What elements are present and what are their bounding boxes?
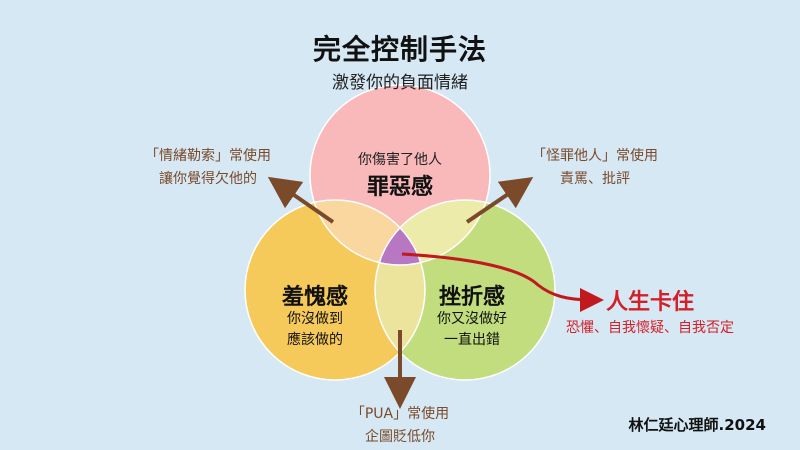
arrow-result <box>401 252 604 312</box>
annotation-bottom-sub: 企圖貶低你 <box>365 429 435 445</box>
annotation-top-left-head: 「情緒勒索」常使用 <box>145 148 271 164</box>
frustration-line1: 你又沒做好 <box>437 311 507 327</box>
shame-line1: 你沒做到 <box>287 311 343 327</box>
page-title: 完全控制手法 <box>312 33 488 66</box>
annotation-top-left-sub: 讓你覺得欠他的 <box>159 171 257 187</box>
overlap-guilt-shame <box>310 200 425 265</box>
result-title: 人生卡住 <box>605 290 695 315</box>
frustration-line2: 一直出錯 <box>444 332 500 348</box>
arrow-top-right <box>465 177 534 224</box>
page-subtitle: 激發你的負面情緒 <box>332 73 468 93</box>
guilt-label: 罪惡感 <box>366 175 434 200</box>
overlap-guilt-frustration <box>375 200 490 265</box>
annotation-bottom-head: 「PUA」常使用 <box>350 406 450 422</box>
arrow-top-left <box>267 176 335 224</box>
guilt-caption: 你傷害了他人 <box>358 152 442 168</box>
shame-label: 羞愧感 <box>281 285 349 310</box>
result-subtitle: 恐懼、自我懷疑、自我否定 <box>566 320 734 336</box>
annotation-top-right-sub: 責罵、批評 <box>560 171 630 187</box>
annotation-top-right-head: 「怪罪他人」常使用 <box>532 148 658 164</box>
author-signature: 林仁廷心理師.2024 <box>628 416 766 434</box>
frustration-label: 挫折感 <box>438 285 506 310</box>
shame-line2: 應該做的 <box>287 332 343 348</box>
